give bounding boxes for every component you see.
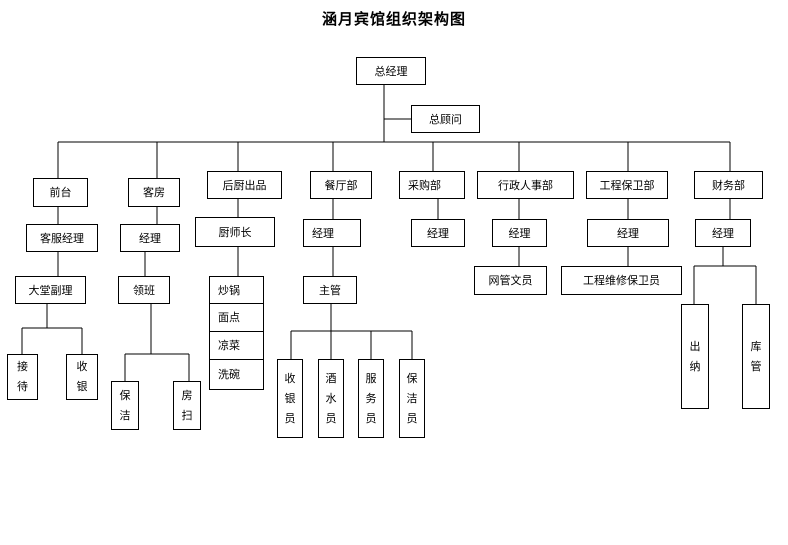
front-lobby-assistant-manager: 大堂副理 <box>15 276 86 304</box>
purchasing-manager: 经理 <box>411 219 465 247</box>
general-advisor-box: 总顾问 <box>411 105 480 133</box>
kitchen-station-cold-dishes: 凉菜 <box>209 332 264 360</box>
rooms-cleaner: 保洁 <box>111 381 139 430</box>
rooms-manager: 经理 <box>120 224 180 252</box>
dept-finance: 财务部 <box>694 171 763 199</box>
kitchen-station-wok: 炒锅 <box>209 276 264 304</box>
dept-engineering-security: 工程保卫部 <box>586 171 668 199</box>
restaurant-cleaner-label: 保洁员 <box>406 371 418 425</box>
admin-manager: 经理 <box>492 219 547 247</box>
dept-restaurant: 餐厅部 <box>310 171 372 199</box>
finance-cashier: 出纳 <box>681 304 709 409</box>
restaurant-waiter: 服务员 <box>358 359 384 438</box>
finance-warehouse-keeper: 库管 <box>742 304 770 409</box>
dept-housekeeping: 客房 <box>128 178 180 207</box>
front-reception: 接待 <box>7 354 38 400</box>
rooms-room-sweep: 房扫 <box>173 381 201 430</box>
kitchen-station-dishwashing: 洗碗 <box>209 360 264 390</box>
front-cashier-label: 收银 <box>76 360 88 393</box>
restaurant-bartender-label: 酒水员 <box>325 371 337 425</box>
engineering-maintenance-security-staff: 工程维修保卫员 <box>561 266 682 295</box>
restaurant-waiter-label: 服务员 <box>365 371 377 425</box>
dept-admin-hr: 行政人事部 <box>477 171 574 199</box>
kitchen-head-chef: 厨师长 <box>195 217 275 247</box>
front-reception-label: 接待 <box>17 360 28 393</box>
dept-kitchen: 后厨出品 <box>207 171 282 199</box>
rooms-foreman: 领班 <box>118 276 170 304</box>
restaurant-cashier: 收银员 <box>277 359 303 438</box>
restaurant-bartender: 酒水员 <box>318 359 344 438</box>
front-customer-service-manager: 客服经理 <box>26 224 98 252</box>
rooms-room-sweep-label: 房扫 <box>181 388 193 422</box>
kitchen-station-pastry: 面点 <box>209 304 264 332</box>
finance-cashier-label: 出纳 <box>689 339 701 373</box>
finance-manager: 经理 <box>695 219 751 247</box>
restaurant-manager: 经理 <box>303 219 361 247</box>
dept-front-desk: 前台 <box>33 178 88 207</box>
restaurant-cashier-label: 收银员 <box>284 371 296 425</box>
general-manager-box: 总经理 <box>356 57 426 85</box>
finance-warehouse-keeper-label: 库管 <box>750 339 762 373</box>
engineering-manager: 经理 <box>587 219 669 247</box>
rooms-cleaner-label: 保洁 <box>119 388 131 422</box>
restaurant-cleaner: 保洁员 <box>399 359 425 438</box>
dept-purchasing: 采购部 <box>399 171 465 199</box>
restaurant-supervisor: 主管 <box>303 276 357 304</box>
chart-title: 涵月宾馆组织架构图 <box>321 10 466 28</box>
admin-network-clerk: 网管文员 <box>474 266 547 295</box>
front-cashier: 收银 <box>66 354 98 400</box>
